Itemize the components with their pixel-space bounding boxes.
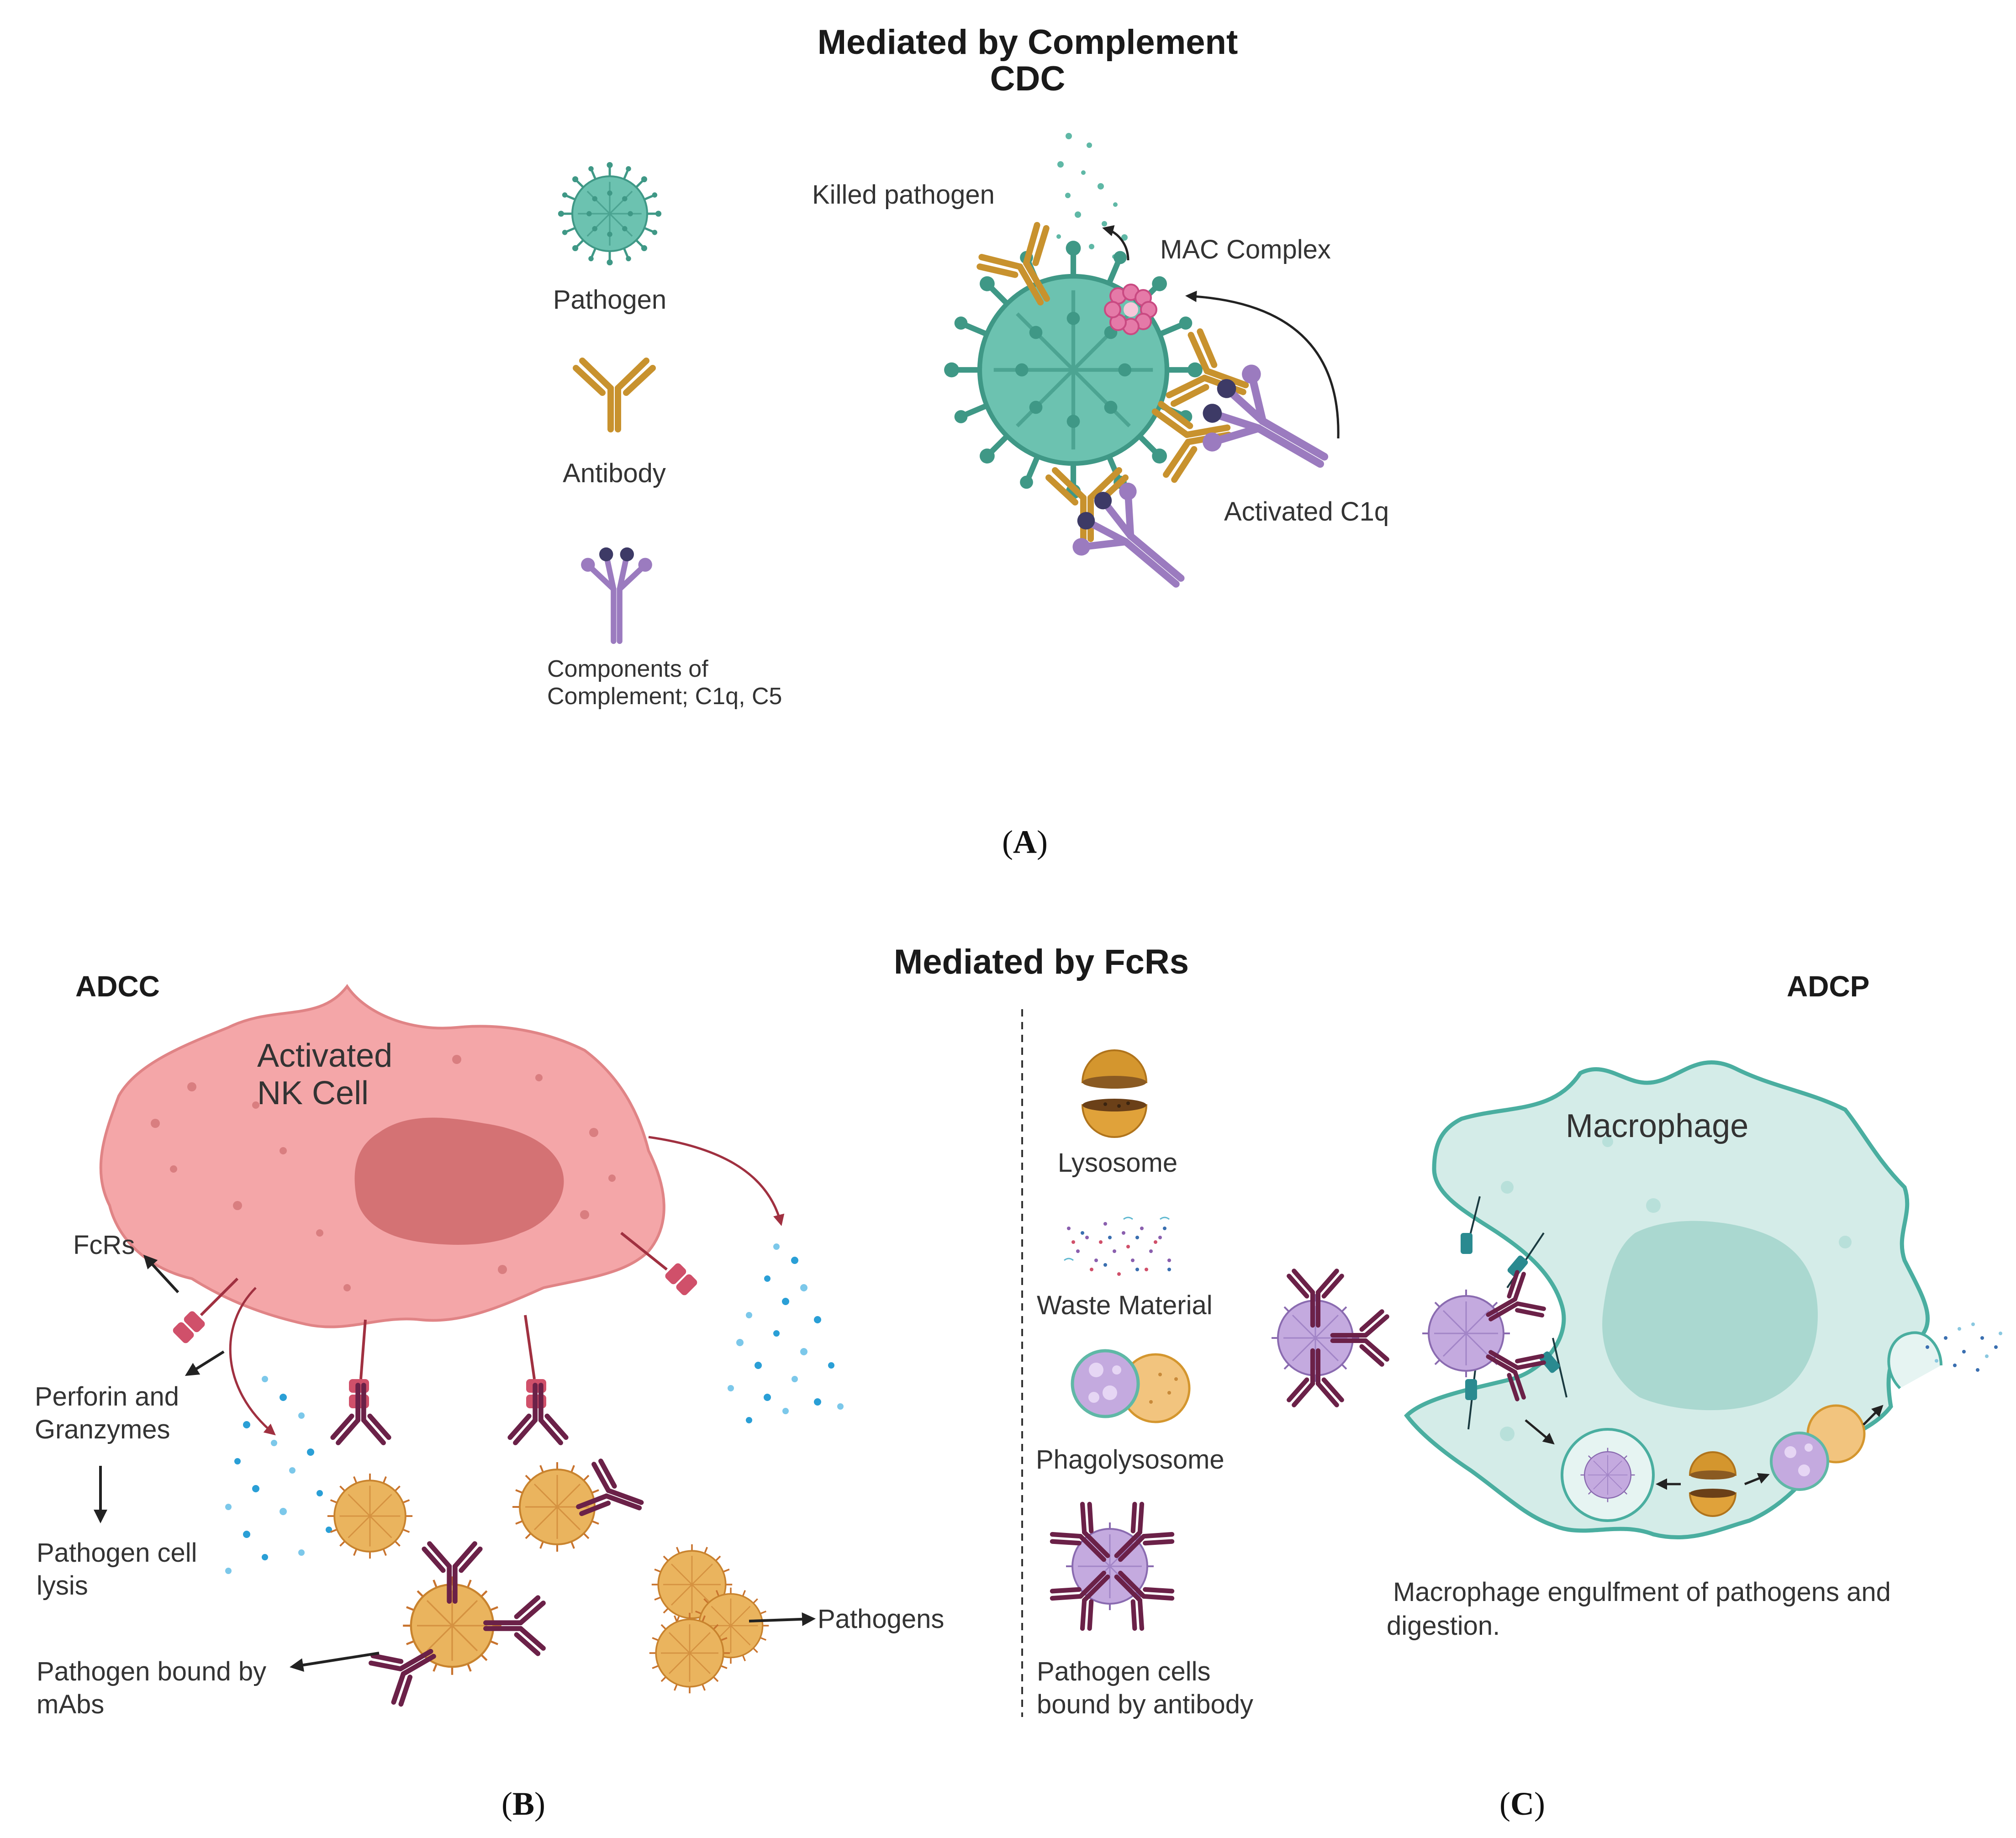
c1q-to-mac-arrow [1185,290,1340,439]
macrophage-label: Macrophage [1566,1108,1748,1144]
phagosome-pathogen [1580,1447,1636,1503]
exocytosis-vesicle [1887,1322,2002,1390]
bound-arrow [290,1652,380,1672]
macrophage-lysosome [1689,1451,1737,1517]
nk-cell-label-2: NK Cell [257,1075,369,1111]
mab-at-fcr-2 [333,1385,389,1443]
mac-complex [1104,284,1157,335]
legend-antibody-label: Antibody [563,458,666,488]
bound-label-2: mAbs [37,1690,104,1719]
legend-bound-label-2: bound by antibody [1037,1690,1253,1719]
adcp-header: ADCP [1787,970,1869,1003]
panel-a-title: Mediated by Complement [818,23,1238,62]
granule-release-arrow-left [229,1287,276,1436]
legend-antibody-icon [576,361,653,429]
lysis-label-2: lysis [37,1571,88,1601]
engulfment-caption-2: digestion. [1387,1611,1500,1641]
killed-pathogen-label: Killed pathogen [812,180,995,210]
lysis-label-1: Pathogen cell [37,1538,197,1568]
panel-a-subtitle: CDC [990,59,1066,98]
bound-label-1: Pathogen bound by [37,1657,266,1686]
panel-bc-title: Mediated by FcRs [894,943,1189,981]
engulfment-caption-1: Macrophage engulfment of pathogens and [1393,1577,1891,1607]
panel-a-label: (A) [1002,824,1048,860]
panel-c-label: (C) [1499,1785,1545,1822]
fcr-receptor-4 [664,1262,699,1297]
pathogen-at-fcr-3 [512,1461,603,1553]
granules-right [728,1243,844,1423]
fcrs-label: FcRs [73,1230,135,1260]
pathogens-arrow [749,1612,816,1626]
nk-cell-label-1: Activated [257,1037,392,1074]
legend-waste-label: Waste Material [1037,1290,1213,1320]
legend-lysosome-label: Lysosome [1058,1148,1177,1178]
panel-b-label: (B) [501,1785,545,1822]
to-phagosome-arrow [1525,1419,1555,1445]
perforin-label-1: Perforin and [35,1382,179,1411]
pathogen-at-fcr-2 [327,1472,413,1560]
legend-phagolysosome-label: Phagolysosome [1036,1445,1224,1475]
legend-lysosome-icon [1081,1049,1148,1138]
adcc-header: ADCC [75,970,160,1003]
legend-waste-icon [1064,1217,1171,1276]
perforin-arrow [185,1350,225,1376]
nk-cell [99,984,665,1328]
perforin-label-2: Granzymes [35,1415,170,1444]
mac-complex-label: MAC Complex [1160,235,1331,264]
to-exocytosis-arrow [1863,1405,1884,1426]
legend-pathogen-icon [558,162,661,265]
pathogens-label: Pathogens [818,1604,944,1634]
macrophage [1404,1060,1930,1539]
fcr-stalks [200,1232,668,1380]
granules-left [225,1376,332,1574]
legend-complement-label-1: Components of [547,656,708,682]
legend-complement-icon [581,548,652,641]
cdc-pathogen [944,241,1203,499]
adcp-incoming-pathogen [1271,1293,1360,1383]
mab-at-fcr-3 [510,1385,566,1443]
killed-arrow [1102,225,1129,261]
legend-pathogen-label: Pathogen [553,285,666,315]
legend-phagolysosome-icon [1071,1349,1191,1423]
panels-bc: Mediated by FcRs ADCC ADCP Activated NK … [35,943,2002,1822]
macrophage-fcr-markers [1461,1233,1560,1400]
lysosome-to-phagolysosome-arrow [1744,1473,1770,1485]
panel-a: Mediated by Complement CDC Pathogen Anti… [547,23,1389,860]
fcrs-arrow [143,1254,179,1294]
activated-c1q-label: Activated C1q [1224,497,1389,527]
legend-bound-label-1: Pathogen cells [1037,1657,1210,1686]
macrophage-phagolysosome [1770,1404,1866,1491]
free-pathogen-3 [649,1612,731,1694]
legend-complement-label-2: Complement; C1q, C5 [547,683,782,710]
granule-release-arrow-right [648,1136,785,1226]
